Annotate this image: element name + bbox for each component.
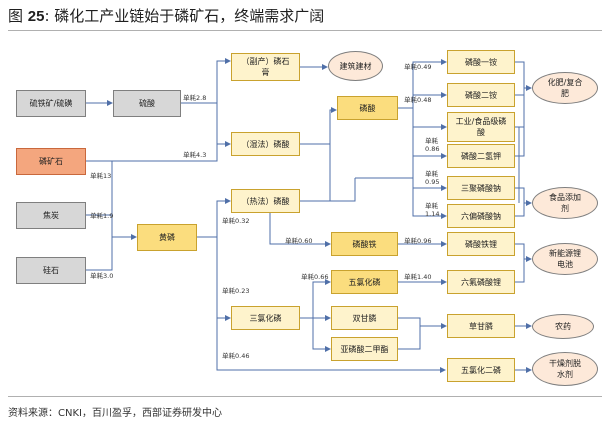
node-map: 磷酸一铵: [447, 50, 515, 74]
node-pesticide: 农药: [532, 314, 594, 339]
node-phosphorus-pentoxide: 五氯化二磷: [447, 358, 515, 382]
label-consumption: 单耗0.86: [425, 137, 440, 153]
node-shmp: 六偏磷酸钠: [447, 204, 515, 228]
label-consumption: 单耗1.40: [404, 273, 432, 281]
node-sulfuric-acid: 硫酸: [113, 90, 181, 117]
node-phosphogypsum: （副产）磷石膏: [231, 53, 300, 81]
label-consumption: 单耗2.8: [183, 94, 207, 102]
label-consumption: 单耗1.9: [90, 212, 114, 220]
node-food-additive: 食品添加剂: [532, 187, 598, 219]
node-phosphoric-acid: 磷酸: [337, 96, 398, 120]
node-thermal-phosphoric-acid: （热法）磷酸: [231, 189, 300, 213]
node-desiccant: 干燥剂脱水剂: [532, 352, 598, 386]
label-consumption: 单耗1.14: [425, 202, 440, 218]
source-note: 资料来源：CNKI，百川盈孚，西部证券研发中心: [8, 408, 222, 419]
label-consumption: 单耗0.66: [301, 273, 329, 281]
node-new-energy-battery: 新能源锂电池: [532, 243, 598, 275]
node-glyphosate: 草甘膦: [447, 314, 515, 338]
node-phosphorus-trichloride: 三氯化磷: [231, 306, 300, 330]
node-industrial-food-acid: 工业/食品级磷酸: [447, 112, 515, 142]
label-consumption: 单耗0.60: [285, 237, 313, 245]
node-wet-phosphoric-acid: （湿法）磷酸: [231, 132, 300, 156]
node-stpp: 三聚磷酸钠: [447, 176, 515, 200]
node-mkp: 磷酸二氢钾: [447, 144, 515, 168]
node-fertilizer: 化肥/复合肥: [532, 72, 598, 104]
node-yellow-phosphorus: 黄磷: [137, 224, 197, 251]
node-dap: 磷酸二铵: [447, 83, 515, 107]
label-consumption: 单耗0.48: [404, 96, 432, 104]
title-rule: [8, 30, 602, 31]
node-dimethyl-phosphite: 亚磷酸二甲酯: [331, 337, 398, 361]
node-lfp: 磷酸铁锂: [447, 232, 515, 256]
node-iron-phosphate: 磷酸铁: [331, 232, 398, 256]
node-lipf6: 六氟磷酸锂: [447, 270, 515, 294]
label-consumption: 单耗0.49: [404, 63, 432, 71]
label-consumption: 单耗13: [90, 172, 112, 180]
node-phosphate-rock: 磷矿石: [16, 148, 86, 175]
label-consumption: 单耗0.32: [222, 217, 250, 225]
label-consumption: 单耗0.96: [404, 237, 432, 245]
node-silica: 硅石: [16, 257, 86, 284]
label-consumption: 单耗3.0: [90, 272, 114, 280]
node-building-materials: 建筑建材: [328, 51, 383, 81]
node-pyrite-sulfur: 硫铁矿/硫磺: [16, 90, 86, 117]
figure-title: 图 25: 磷化工产业链始于磷矿石，终端需求广阔: [8, 7, 325, 25]
node-phosphorus-pentachloride: 五氯化磷: [331, 270, 398, 294]
footer-rule: [8, 396, 602, 397]
label-consumption: 单耗0.23: [222, 287, 250, 295]
label-consumption: 单耗4.3: [183, 151, 207, 159]
node-glyphosine: 双甘膦: [331, 306, 398, 330]
label-consumption: 单耗0.95: [425, 170, 440, 186]
label-consumption: 单耗0.46: [222, 352, 250, 360]
node-coke: 焦炭: [16, 202, 86, 229]
